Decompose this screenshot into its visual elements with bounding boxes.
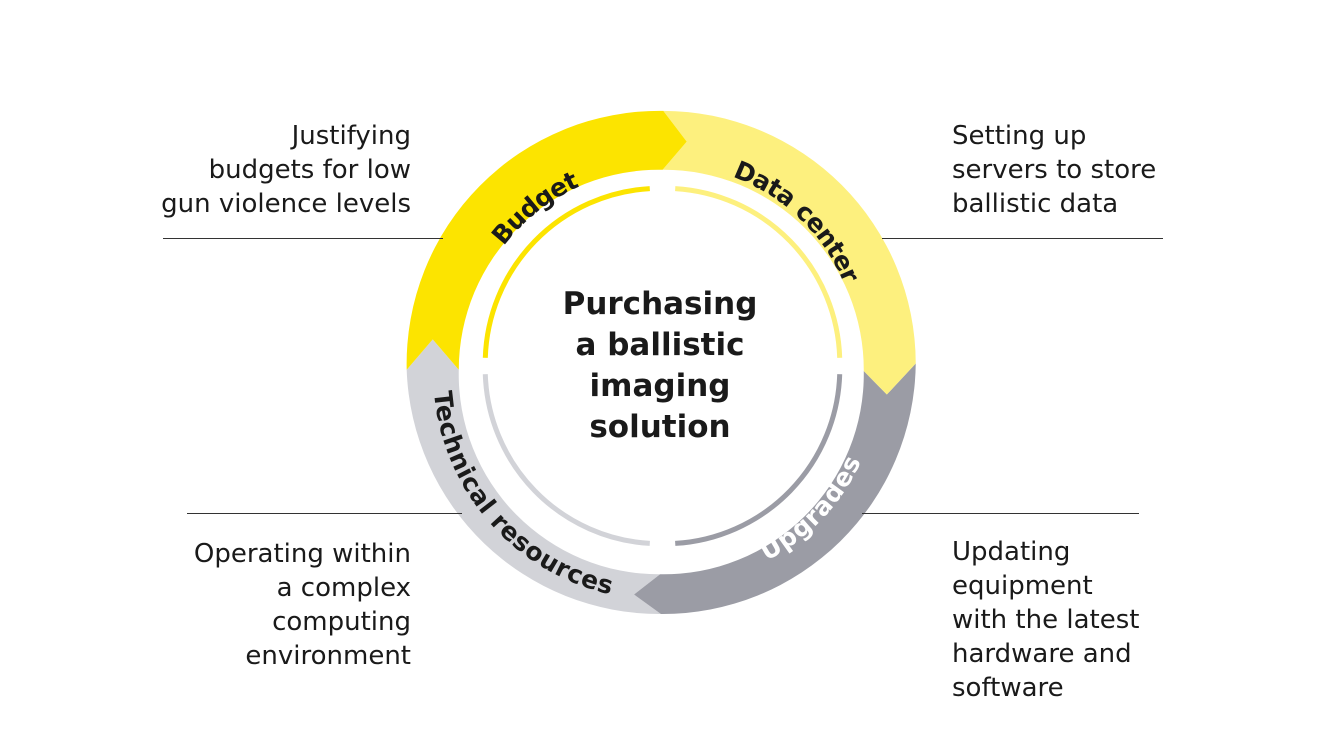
description-line: software (952, 673, 1064, 703)
center-title: Purchasing a ballistic imaging solution (520, 284, 800, 448)
segment-data-center (662, 110, 916, 395)
inner-ring-budget (482, 186, 650, 358)
center-title-line: Purchasing (562, 286, 758, 322)
description-line: environment (245, 641, 411, 671)
center-title-line: a ballistic (575, 327, 745, 363)
divider-bottom-left (187, 513, 462, 514)
description-line: a complex (276, 573, 411, 603)
inner-ring-technical (482, 374, 650, 546)
description-line: Updating (952, 537, 1071, 567)
segment-technical-resources (406, 339, 661, 615)
description-line: hardware and (952, 639, 1132, 669)
center-title-line: solution (589, 409, 731, 445)
divider-bottom-right (862, 513, 1139, 514)
segment-budget (406, 110, 687, 370)
inner-ring-upgrades (675, 374, 843, 546)
description-budget: Justifying budgets for low gun violence … (161, 119, 411, 221)
description-line: gun violence levels (161, 189, 411, 219)
divider-top-left (163, 238, 443, 239)
description-data-center: Setting up servers to store ballistic da… (952, 119, 1156, 221)
description-technical-resources: Operating within a complex computing env… (194, 537, 411, 673)
description-line: servers to store (952, 155, 1157, 185)
description-line: Operating within (193, 539, 411, 569)
description-line: computing (272, 607, 411, 637)
center-title-line: imaging (589, 368, 731, 404)
description-line: budgets for low (208, 155, 411, 185)
description-upgrades: Updating equipment with the latest hardw… (952, 535, 1139, 705)
description-line: Justifying (291, 121, 411, 151)
description-line: equipment (952, 571, 1093, 601)
description-line: Setting up (952, 121, 1087, 151)
segment-upgrades (634, 363, 916, 615)
description-line: ballistic data (952, 189, 1119, 219)
description-line: with the latest (952, 605, 1140, 635)
divider-top-right (882, 238, 1163, 239)
inner-ring-data-center (675, 186, 843, 358)
